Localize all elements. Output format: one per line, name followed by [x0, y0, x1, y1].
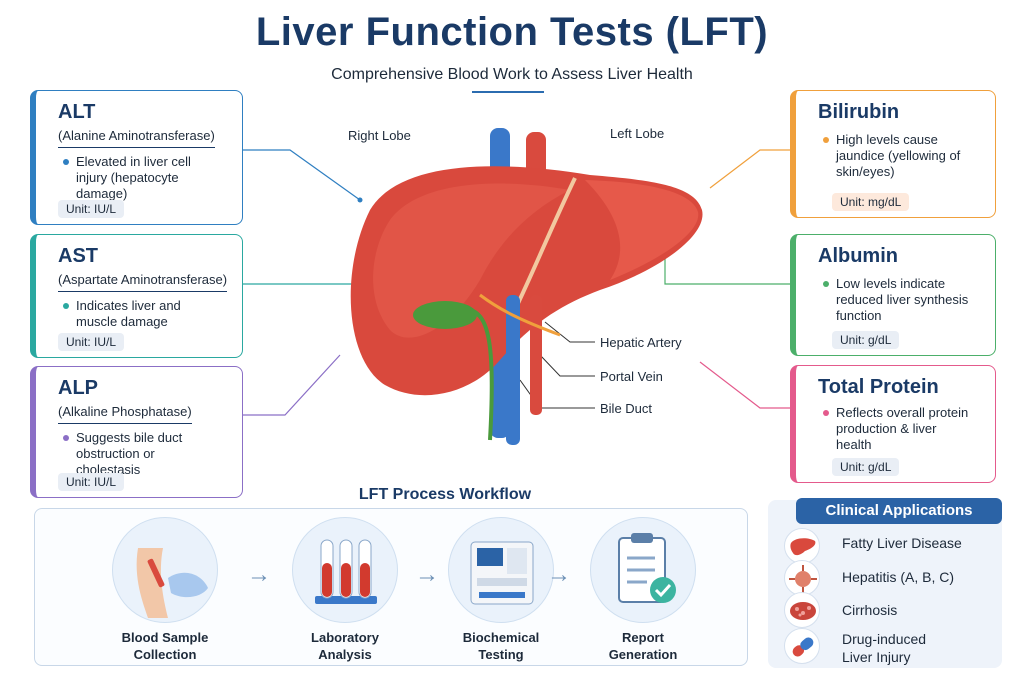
- bilirubin-description: High levels cause jaundice (yellowing of…: [818, 132, 983, 180]
- subtitle-divider: [472, 91, 544, 93]
- alt-unit: Unit: IU/L: [58, 200, 125, 218]
- virus-icon: [784, 560, 820, 596]
- liver-icon: [784, 528, 820, 564]
- total-protein-card: Total Protein Reflects overall protein p…: [790, 365, 996, 483]
- ast-card: AST (Aspartate Aminotransferase) Indicat…: [30, 234, 243, 358]
- albumin-description: Low levels indicate reduced liver synthe…: [818, 276, 983, 324]
- ast-name: AST: [58, 245, 98, 267]
- clinical-item-fatty-liver: Fatty Liver Disease: [784, 528, 1000, 564]
- total-protein-unit: Unit: g/dL: [832, 458, 900, 476]
- alp-unit: Unit: IU/L: [58, 473, 125, 491]
- alt-name: ALT: [58, 101, 96, 123]
- arrow-right-icon: →: [247, 561, 271, 588]
- clinical-applications-title: Clinical Applications: [796, 498, 1002, 524]
- report-clipboard-icon: [590, 517, 696, 623]
- blood-draw-icon: [112, 517, 218, 623]
- bile-duct-label: Bile Duct: [600, 401, 653, 416]
- albumin-card: Albumin Low levels indicate reduced live…: [790, 234, 996, 356]
- alt-card: ALT (Alanine Aminotransferase) Elevated …: [30, 90, 243, 225]
- clinical-item-label: Fatty Liver Disease: [842, 535, 962, 551]
- page-subtitle: Comprehensive Blood Work to Assess Liver…: [331, 66, 693, 83]
- liver-illustration: [350, 128, 703, 445]
- portal-vein-label: Portal Vein: [600, 369, 663, 384]
- alp-full-name: (Alkaline Phosphatase): [58, 404, 192, 424]
- arrow-right-icon: →: [415, 561, 439, 588]
- workflow-title: LFT Process Workflow: [358, 486, 532, 503]
- right-lobe-label: Right Lobe: [348, 128, 411, 143]
- ast-description: Indicates liver and muscle damage: [58, 298, 230, 330]
- alp-name: ALP: [58, 377, 98, 399]
- hepatic-artery-label: Hepatic Artery: [600, 335, 682, 350]
- analyzer-machine-icon: [448, 517, 554, 623]
- bilirubin-name: Bilirubin: [818, 101, 900, 123]
- ast-full-name: (Aspartate Aminotransferase): [58, 272, 228, 292]
- alt-description: Elevated in liver cell injury (hepatocyt…: [58, 154, 230, 202]
- alp-description: Suggests bile duct obstruction or choles…: [58, 430, 230, 478]
- page-title: Liver Function Tests (LFT): [255, 10, 769, 54]
- clinical-item-cirrhosis: Cirrhosis: [784, 592, 1000, 628]
- arrow-right-icon: →: [547, 561, 571, 588]
- ast-unit: Unit: IU/L: [58, 333, 125, 351]
- cirrhotic-tissue-icon: [784, 592, 820, 628]
- total-protein-description: Reflects overall protein production & li…: [818, 405, 983, 453]
- left-lobe-label: Left Lobe: [610, 126, 665, 141]
- bilirubin-unit: Unit: mg/dL: [832, 193, 910, 211]
- clinical-item-hepatitis: Hepatitis (A, B, C): [784, 560, 1000, 596]
- albumin-unit: Unit: g/dL: [832, 331, 900, 349]
- alp-card: ALP (Alkaline Phosphatase) Suggests bile…: [30, 366, 243, 498]
- test-tubes-icon: [292, 517, 398, 623]
- clinical-item-label: Cirrhosis: [842, 602, 898, 618]
- bilirubin-card: Bilirubin High levels cause jaundice (ye…: [790, 90, 996, 218]
- capsule-icon: [784, 628, 820, 664]
- albumin-name: Albumin: [818, 245, 898, 267]
- alt-full-name: (Alanine Aminotransferase): [58, 128, 215, 148]
- total-protein-name: Total Protein: [818, 376, 939, 398]
- clinical-item-label: Hepatitis (A, B, C): [842, 569, 955, 585]
